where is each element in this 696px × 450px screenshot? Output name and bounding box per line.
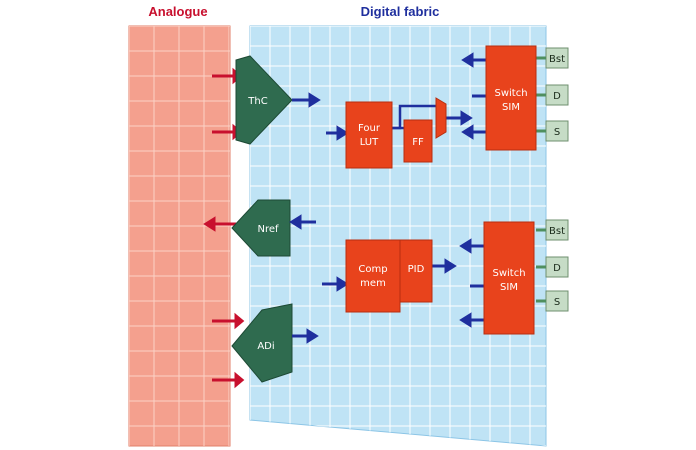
- lut-label-line2: LUT: [360, 137, 379, 148]
- port-bst-bottom-label: Bst: [549, 226, 565, 237]
- port-d-bottom-label: D: [553, 263, 561, 274]
- lut-ff-wiring: [392, 104, 436, 130]
- switch1-label-line1: Switch: [494, 88, 527, 99]
- digital-fabric-header: Digital fabric: [361, 4, 440, 19]
- port-bst-top-label: Bst: [549, 54, 565, 65]
- ff-block[interactable]: FF: [403, 119, 433, 163]
- blue-arrow-adi-out: [292, 328, 319, 344]
- thc-block[interactable]: ThC: [235, 55, 293, 145]
- blue-arrow-mux-out: [446, 110, 473, 126]
- nref-label: Nref: [257, 224, 279, 235]
- port-bst-top[interactable]: Bst: [545, 47, 569, 69]
- switch-sim-top[interactable]: Switch SIM: [485, 45, 537, 151]
- port-connectors: [536, 56, 546, 303]
- port-bst-bottom[interactable]: Bst: [545, 219, 569, 241]
- red-arrow-adi-in-2: [212, 371, 245, 389]
- blue-arrow-comp-in: [322, 276, 349, 292]
- blue-arrow-switch2-bst: [459, 238, 486, 254]
- port-s-top-label: S: [554, 127, 560, 138]
- blue-arrow-thc-out: [292, 92, 321, 108]
- analogue-header: Analogue: [148, 4, 207, 19]
- analogue-panel: [128, 25, 231, 447]
- port-s-top[interactable]: S: [545, 120, 569, 142]
- nref-block[interactable]: Nref: [231, 199, 291, 257]
- blue-arrow-lut-in: [326, 125, 349, 141]
- port-s-bottom[interactable]: S: [545, 290, 569, 312]
- blue-arrow-switch2-s: [459, 312, 486, 328]
- port-d-top-label: D: [553, 91, 561, 102]
- mux-block[interactable]: [435, 97, 447, 139]
- pid-label: PID: [408, 264, 425, 275]
- pid-block[interactable]: PID: [399, 239, 433, 303]
- switch1-label-line2: SIM: [502, 102, 520, 113]
- comp-label-line1: Comp: [358, 264, 387, 275]
- red-arrow-nref-out: [203, 216, 236, 232]
- comp-label-line2: mem: [360, 278, 386, 289]
- port-s-bottom-label: S: [554, 297, 560, 308]
- comp-mem-block[interactable]: Comp mem: [345, 239, 401, 313]
- red-arrow-adi-in-1: [212, 312, 245, 330]
- lut-label-line1: Four: [358, 123, 381, 134]
- thc-label: ThC: [247, 96, 267, 107]
- switch2-label-line2: SIM: [500, 282, 518, 293]
- switch2-label-line1: Switch: [492, 268, 525, 279]
- adi-label: ADi: [257, 341, 274, 352]
- blue-arrow-pid-out: [432, 258, 457, 274]
- adi-block[interactable]: ADi: [231, 303, 293, 383]
- port-d-top[interactable]: D: [545, 84, 569, 106]
- blue-arrow-nref-in: [289, 214, 316, 230]
- port-d-bottom[interactable]: D: [545, 256, 569, 278]
- four-lut-block[interactable]: Four LUT: [345, 101, 393, 169]
- switch-sim-bottom[interactable]: Switch SIM: [483, 221, 535, 335]
- ff-label: FF: [412, 137, 424, 148]
